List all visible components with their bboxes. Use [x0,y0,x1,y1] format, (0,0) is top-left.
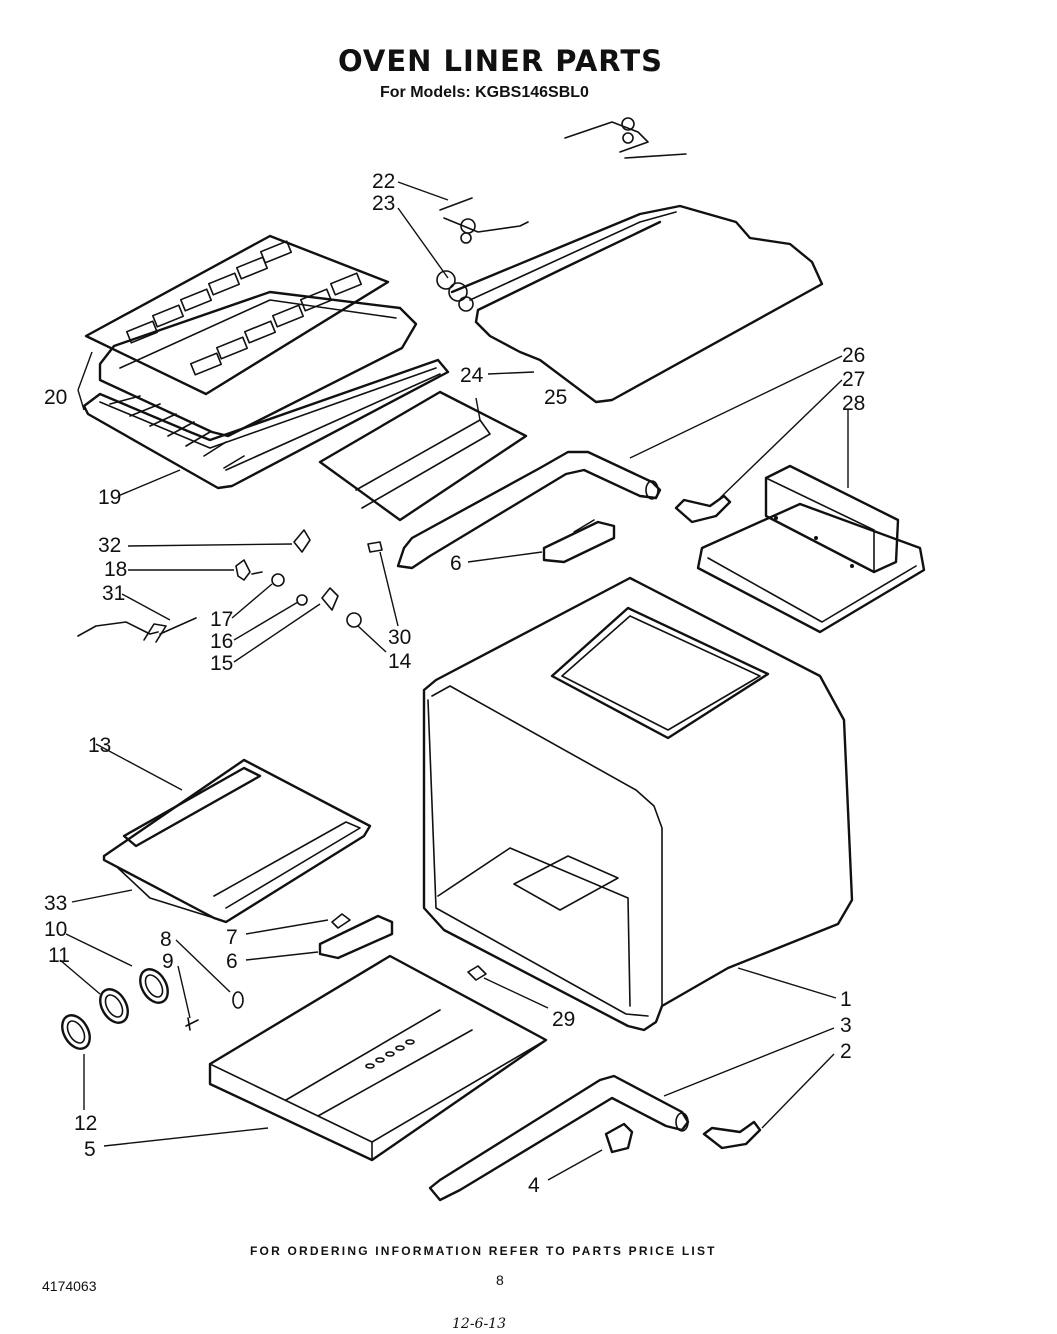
callout-9: 9 [162,950,174,973]
handwritten-date-note: 12-6-13 [452,1316,506,1332]
ignitor-bracket-lower [318,913,394,960]
callout-25: 25 [544,386,567,409]
callout-17: 17 [210,608,233,631]
callout-22: 22 [372,170,395,193]
small-hardware [77,529,383,643]
upper-bracket-assembly [564,117,687,159]
document-number: 4174063 [42,1278,97,1294]
oven-bottom-panel [318,390,528,522]
callout-18: 18 [104,558,127,581]
callout-7: 7 [226,926,238,949]
callout-labels: 22 23 20 24 25 26 27 28 19 32 18 31 6 17… [44,170,865,1197]
callout-5: 5 [84,1138,96,1161]
burner-tube [396,450,662,570]
callout-16: 16 [210,630,233,653]
callout-3: 3 [840,1014,852,1037]
model-subtitle: For Models: KGBS146SBL0 [380,84,589,101]
burner-box [696,464,926,634]
oven-liner-cavity [422,576,854,1032]
callout-32: 32 [98,534,121,557]
callout-15: 15 [210,652,233,675]
callout-24: 24 [460,364,484,387]
ignitor-bracket-upper [542,519,616,564]
ordering-info-note: FOR ORDERING INFORMATION REFER TO PARTS … [250,1244,717,1258]
callout-2: 2 [840,1040,852,1063]
broil-element [436,204,824,404]
callout-13: 13 [88,734,111,757]
callout-23: 23 [372,192,395,215]
callout-11: 11 [48,944,70,967]
leader-lines [59,181,849,1181]
callout-30: 30 [388,626,411,649]
callout-27: 27 [842,368,865,391]
callout-20: 20 [44,386,67,409]
callout-31: 31 [102,582,125,605]
page-number: 8 [496,1272,504,1288]
callout-6-lower: 6 [226,950,238,973]
oven-bottom-tray [208,954,548,1162]
page-title: OVEN LINER PARTS [338,44,664,78]
oven-rack [82,358,450,490]
lower-burner-tube [428,1074,762,1202]
callout-19: 19 [98,486,121,509]
callout-6-upper: 6 [450,552,462,575]
callout-10: 10 [44,918,67,941]
callout-1: 1 [840,988,852,1011]
callout-8: 8 [160,928,172,951]
broil-pan-grid [84,234,418,438]
broil-element-bracket [439,197,529,244]
callout-29: 29 [552,1008,575,1031]
callout-26: 26 [842,344,865,367]
orifice-hood [674,494,732,524]
callout-14: 14 [388,650,412,673]
callout-33: 33 [44,892,67,915]
lower-pan-assembly [102,758,372,924]
callout-4: 4 [528,1174,540,1197]
callout-12: 12 [74,1112,97,1135]
grommet-set [61,965,487,1050]
lower-bracket [604,1122,634,1154]
callout-28: 28 [842,392,865,415]
